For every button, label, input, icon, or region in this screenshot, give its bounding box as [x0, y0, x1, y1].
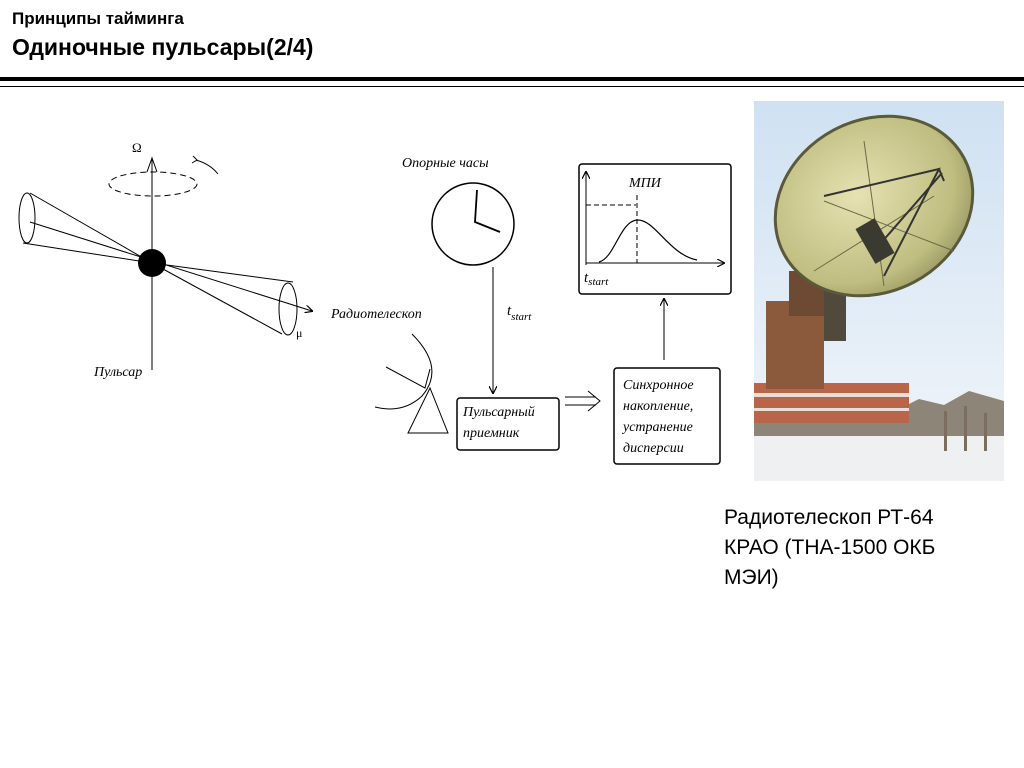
rotation-axis-arrow [146, 156, 158, 173]
reference-clock: Опорные часы tstart [402, 156, 532, 393]
magnetic-axis [29, 221, 312, 311]
receiver-box-frame [456, 397, 560, 451]
synchronous-accumulation-box: Синхронное накопление, устранение диспер… [613, 299, 721, 465]
pulsar-star [138, 249, 166, 277]
radio-telescope-label: Радиотелескоп [330, 307, 422, 322]
pulsar-receiver-box: Пульсарный приемник [456, 397, 560, 451]
accumulation-line4: дисперсии [623, 441, 684, 456]
caption-line1: Радиотелескоп РТ-64 [724, 506, 934, 529]
telescope-mount [407, 386, 449, 434]
slide-subtitle: Принципы тайминга [12, 9, 184, 28]
title-rule-thin [0, 86, 1024, 87]
pulsar-model: Ω μ Пульсар [18, 140, 312, 380]
pulsar-timing-diagram: Ω μ Пульсар Опорные часы tstart Радиотел… [18, 140, 732, 465]
clock-face [431, 182, 515, 266]
telescope-feed [385, 366, 431, 389]
omega-label: Ω [132, 140, 142, 155]
caption-line3: МЭИ) [724, 566, 779, 589]
rotation-arrow [195, 159, 219, 175]
pulsar-label: Пульсар [93, 365, 142, 380]
profile-label: МПИ [628, 176, 662, 191]
caption-line2: КРАО (ТНА-1500 ОКБ [724, 536, 936, 559]
double-arrow [565, 390, 601, 412]
accumulation-line1: Синхронное [623, 378, 694, 393]
dish-surface [773, 114, 975, 298]
profile-box-frame [578, 163, 732, 295]
emission-cone-left [22, 192, 153, 264]
accumulation-line2: накопление, [623, 399, 693, 414]
pulse-profile-curve [598, 219, 698, 263]
mu-label: μ [296, 326, 302, 340]
rotation-ellipse [108, 171, 198, 197]
radio-telescope-schematic: Радиотелескоп [330, 307, 449, 434]
radio-telescope-photo [754, 101, 1004, 481]
receiver-line2: приемник [463, 426, 520, 441]
t-start-label: tstart [507, 303, 532, 323]
emission-cone-left-rim [18, 192, 36, 244]
accumulation-box-frame [613, 367, 721, 465]
reference-clock-label: Опорные часы [402, 156, 489, 171]
clock-hands [474, 189, 501, 233]
accumulation-line3: устранение [621, 420, 693, 435]
title-rule-thick [0, 77, 1024, 81]
emission-cone-right [151, 262, 294, 335]
pulse-profile-box: МПИ tstart [578, 163, 732, 295]
receiver-line1: Пульсарный [462, 405, 535, 420]
photo-caption: Радиотелескоп РТ-64 КРАО (ТНА-1500 ОКБ М… [724, 503, 1004, 593]
emission-cone-right-rim [278, 282, 298, 336]
slide-title: Одиночные пульсары(2/4) [12, 34, 314, 60]
telescope-dish [374, 333, 433, 410]
profile-axis-label: tstart [584, 270, 609, 288]
